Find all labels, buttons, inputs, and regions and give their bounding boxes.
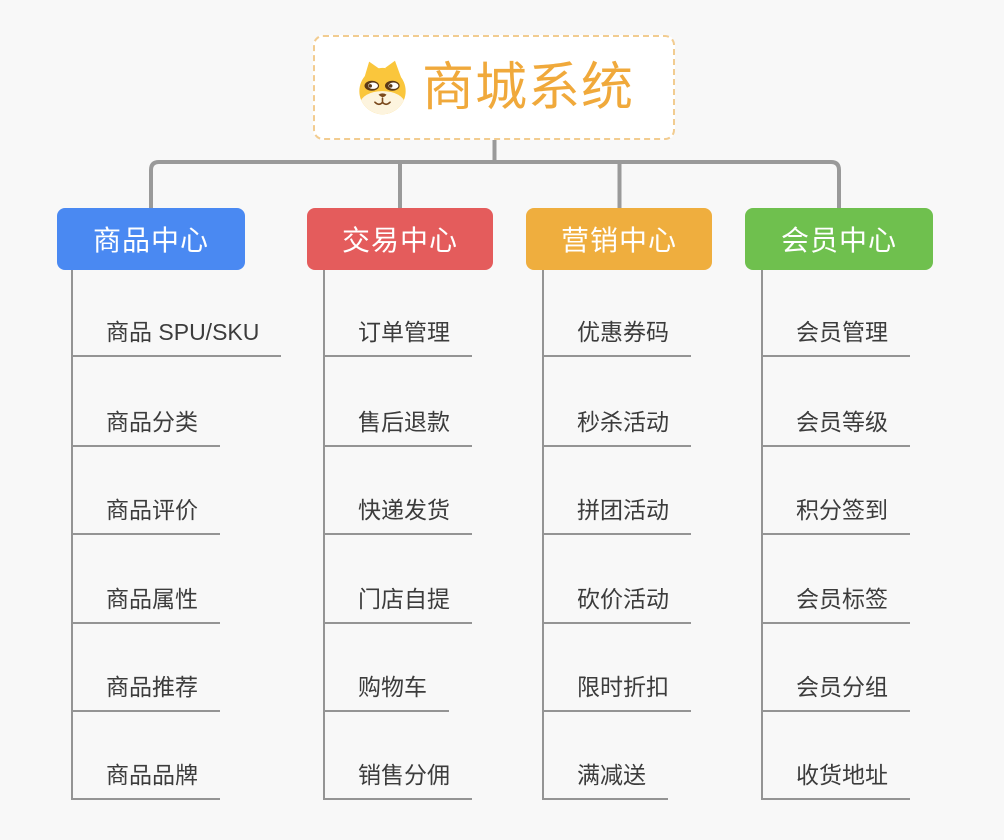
branch-node-product-center[interactable]: 商品中心 [57, 208, 245, 270]
mindmap-subnode[interactable]: 会员管理 [763, 317, 910, 357]
mindmap-subnode[interactable]: 砍价活动 [544, 584, 691, 624]
mindmap-subnode[interactable]: 限时折扣 [544, 672, 691, 712]
branch-column-product-center: 商品 SPU/SKU 商品分类 商品评价 商品属性 商品推荐 商品品牌 [71, 270, 282, 800]
mindmap-subnode[interactable]: 拼团活动 [544, 495, 691, 535]
branch-label: 交易中心 [341, 225, 458, 256]
mindmap-subnode[interactable]: 商品推荐 [73, 672, 220, 712]
dog-face-icon [359, 60, 406, 115]
branch-node-marketing-center[interactable]: 营销中心 [526, 208, 712, 270]
mindmap-subnode[interactable]: 商品属性 [73, 584, 220, 624]
mindmap-subnode[interactable]: 快递发货 [325, 495, 472, 535]
branch-label: 会员中心 [780, 225, 897, 256]
mindmap-subnode[interactable]: 满减送 [544, 760, 668, 800]
mindmap-subnode[interactable]: 积分签到 [763, 495, 910, 535]
branch-column-member-center: 会员管理 会员等级 积分签到 会员标签 会员分组 收货地址 [761, 270, 910, 800]
mindmap-subnode[interactable]: 会员等级 [763, 407, 910, 447]
root-title: 商城系统 [421, 58, 634, 117]
mindmap-subnode[interactable]: 收货地址 [763, 760, 910, 800]
mindmap-subnode[interactable]: 订单管理 [325, 317, 472, 357]
mindmap-subnode[interactable]: 商品分类 [73, 407, 220, 447]
mindmap-subnode[interactable]: 商品评价 [73, 495, 220, 535]
branch-column-marketing-center: 优惠券码 秒杀活动 拼团活动 砍价活动 限时折扣 满减送 [542, 270, 691, 800]
mindmap-subnode[interactable]: 门店自提 [325, 584, 472, 624]
mindmap-subnode[interactable]: 秒杀活动 [544, 407, 691, 447]
mindmap-subnode[interactable]: 售后退款 [325, 407, 472, 447]
mindmap-subnode[interactable]: 销售分佣 [325, 760, 472, 800]
mindmap-root-node[interactable]: 商城系统 [313, 35, 675, 140]
branch-node-trade-center[interactable]: 交易中心 [307, 208, 493, 270]
branch-label: 营销中心 [560, 225, 677, 256]
mindmap-subnode[interactable]: 优惠券码 [544, 317, 691, 357]
branch-node-member-center[interactable]: 会员中心 [745, 208, 933, 270]
branch-column-trade-center: 订单管理 售后退款 快递发货 门店自提 购物车 销售分佣 [323, 270, 472, 800]
mindmap-subnode[interactable]: 购物车 [325, 672, 449, 712]
mindmap-subnode[interactable]: 会员标签 [763, 584, 910, 624]
branch-label: 商品中心 [92, 225, 209, 256]
mindmap-subnode[interactable]: 商品 SPU/SKU [73, 317, 282, 357]
mindmap-subnode[interactable]: 商品品牌 [73, 760, 220, 800]
mindmap-subnode[interactable]: 会员分组 [763, 672, 910, 712]
